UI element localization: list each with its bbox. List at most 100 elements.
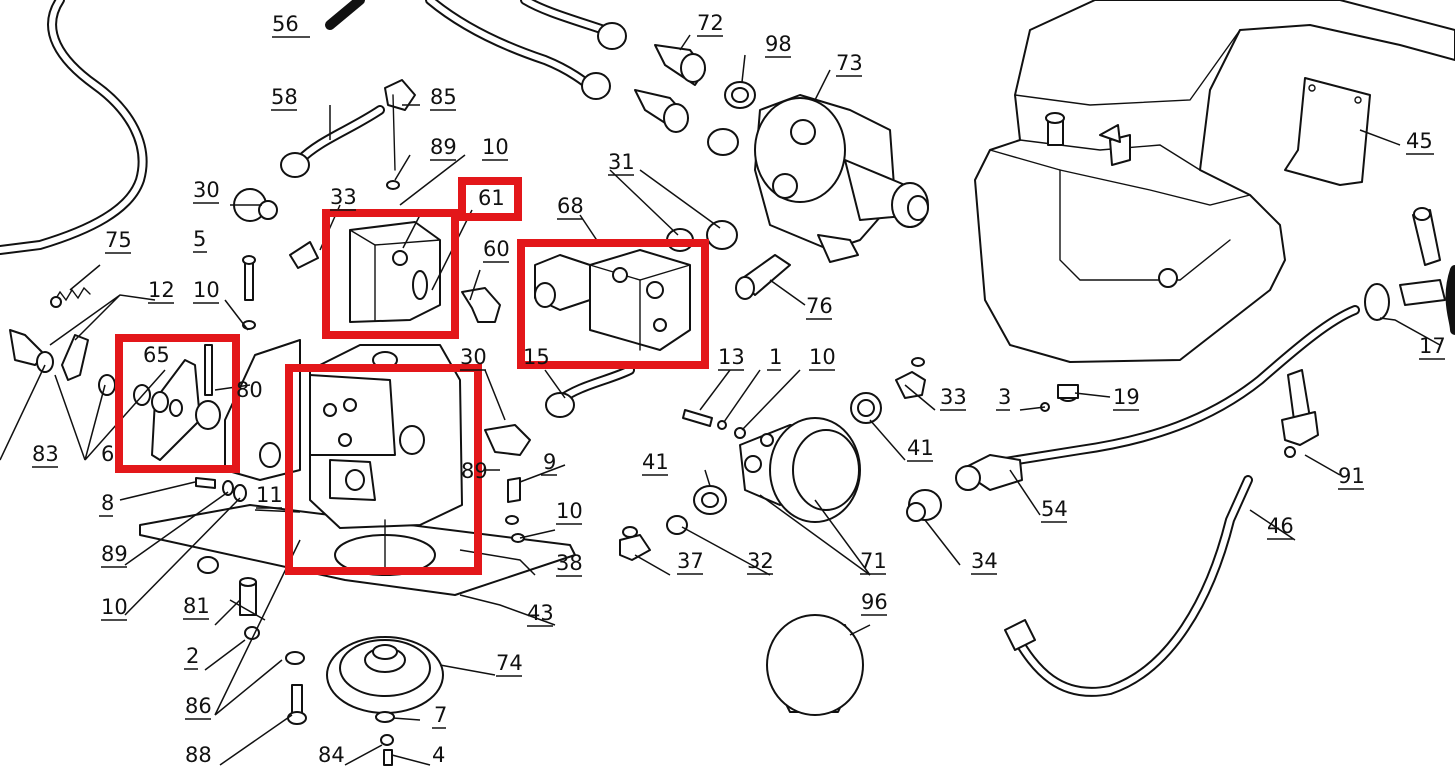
- label-33a: 33: [330, 185, 357, 211]
- svg-text:30: 30: [193, 178, 220, 202]
- svg-text:33: 33: [330, 185, 357, 209]
- fitting-91: [1281, 369, 1319, 458]
- svg-text:10: 10: [101, 595, 128, 619]
- elbow-60: [461, 287, 501, 323]
- label-68: 68: [557, 194, 584, 220]
- valve-block-68: [534, 249, 691, 351]
- label-3: 3: [996, 385, 1011, 411]
- hose-15: [484, 365, 635, 456]
- svg-text:1: 1: [769, 345, 782, 369]
- label-31: 31: [608, 150, 635, 176]
- label-98: 98: [765, 32, 792, 58]
- label-88: 88: [185, 743, 212, 767]
- fitting-17: [1364, 207, 1455, 335]
- svg-text:91: 91: [1338, 464, 1365, 488]
- filter-71: [739, 417, 861, 523]
- svg-text:83: 83: [32, 442, 59, 466]
- highlight-box-valve-block-68: [517, 239, 709, 369]
- label-81: 81: [183, 594, 210, 620]
- label-89a: 89: [430, 135, 457, 161]
- fittings-41-32-37: [619, 485, 727, 561]
- svg-text:10: 10: [482, 135, 509, 159]
- label-85: 85: [430, 85, 457, 111]
- plug-19: [1040, 384, 1079, 412]
- label-1: 1: [767, 345, 782, 371]
- label-17: 17: [1419, 334, 1446, 360]
- label-41b: 41: [642, 450, 669, 476]
- svg-text:10: 10: [193, 278, 220, 302]
- label-71: 71: [860, 549, 887, 575]
- label-9: 9: [541, 450, 557, 476]
- label-83: 83: [32, 442, 59, 468]
- fitting-72: [634, 44, 706, 133]
- svg-text:33: 33: [940, 385, 967, 409]
- svg-text:13: 13: [718, 345, 745, 369]
- label-41a: 41: [907, 436, 934, 462]
- pump-assembly: [309, 344, 463, 576]
- label-4: 4: [432, 743, 445, 767]
- svg-text:88: 88: [185, 743, 212, 767]
- svg-text:89: 89: [430, 135, 457, 159]
- svg-text:37: 37: [677, 549, 704, 573]
- label-19: 19: [1113, 385, 1140, 411]
- hydraulic-tank: [974, 0, 1455, 363]
- spring-75: [50, 286, 91, 308]
- label-10a: 10: [482, 135, 509, 161]
- label-61: 61: [478, 186, 505, 210]
- svg-text:58: 58: [271, 85, 298, 109]
- label-96: 96: [861, 590, 888, 616]
- fitting-76: [735, 254, 791, 300]
- svg-text:5: 5: [193, 227, 206, 251]
- svg-text:61: 61: [478, 186, 505, 210]
- svg-text:7: 7: [434, 703, 447, 727]
- part-labels: 56 72 98 73 58 85 89 10 30 33 61 31 68 4…: [32, 11, 1446, 767]
- svg-text:15: 15: [523, 345, 550, 369]
- highlight-boxes: [115, 177, 709, 575]
- label-2: 2: [184, 644, 199, 670]
- pulley-74: [326, 636, 444, 714]
- hardware-86-88: [285, 651, 395, 766]
- label-54: 54: [1041, 497, 1068, 523]
- lever-12: [9, 329, 116, 396]
- label-72: 72: [697, 11, 724, 37]
- svg-text:12: 12: [148, 278, 175, 302]
- label-10e: 10: [101, 595, 128, 621]
- svg-text:68: 68: [557, 194, 584, 218]
- svg-text:11: 11: [256, 483, 283, 507]
- svg-text:98: 98: [765, 32, 792, 56]
- svg-text:41: 41: [642, 450, 669, 474]
- svg-text:19: 19: [1113, 385, 1140, 409]
- svg-text:34: 34: [971, 549, 998, 573]
- label-56: 56: [272, 12, 310, 38]
- label-80: 80: [236, 378, 263, 402]
- svg-text:3: 3: [998, 385, 1011, 409]
- label-91: 91: [1338, 464, 1365, 490]
- highlight-box-valve-61: [322, 209, 459, 339]
- svg-text:75: 75: [105, 228, 132, 252]
- label-75: 75: [105, 228, 132, 254]
- svg-text:41: 41: [907, 436, 934, 460]
- label-12: 12: [148, 278, 175, 304]
- svg-text:65: 65: [143, 343, 170, 367]
- fitting-98: [707, 81, 756, 156]
- label-73: 73: [836, 51, 863, 77]
- fittings-33-41-34: [850, 357, 942, 522]
- bolt-13: [682, 409, 746, 439]
- label-89c: 89: [101, 542, 128, 568]
- label-30b: 30: [460, 345, 487, 371]
- svg-text:71: 71: [860, 549, 887, 573]
- label-43: 43: [527, 601, 554, 627]
- cover-outline: [0, 0, 148, 255]
- label-45: 45: [1406, 129, 1434, 155]
- svg-text:73: 73: [836, 51, 863, 75]
- svg-text:10: 10: [809, 345, 836, 369]
- label-10d: 10: [556, 499, 583, 525]
- svg-text:46: 46: [1267, 514, 1294, 538]
- label-10c: 10: [809, 345, 836, 371]
- svg-text:9: 9: [543, 450, 556, 474]
- label-89b: 89: [461, 459, 488, 483]
- label-74: 74: [496, 651, 523, 677]
- svg-text:56: 56: [272, 12, 299, 36]
- svg-text:80: 80: [236, 378, 263, 402]
- label-46: 46: [1267, 514, 1294, 540]
